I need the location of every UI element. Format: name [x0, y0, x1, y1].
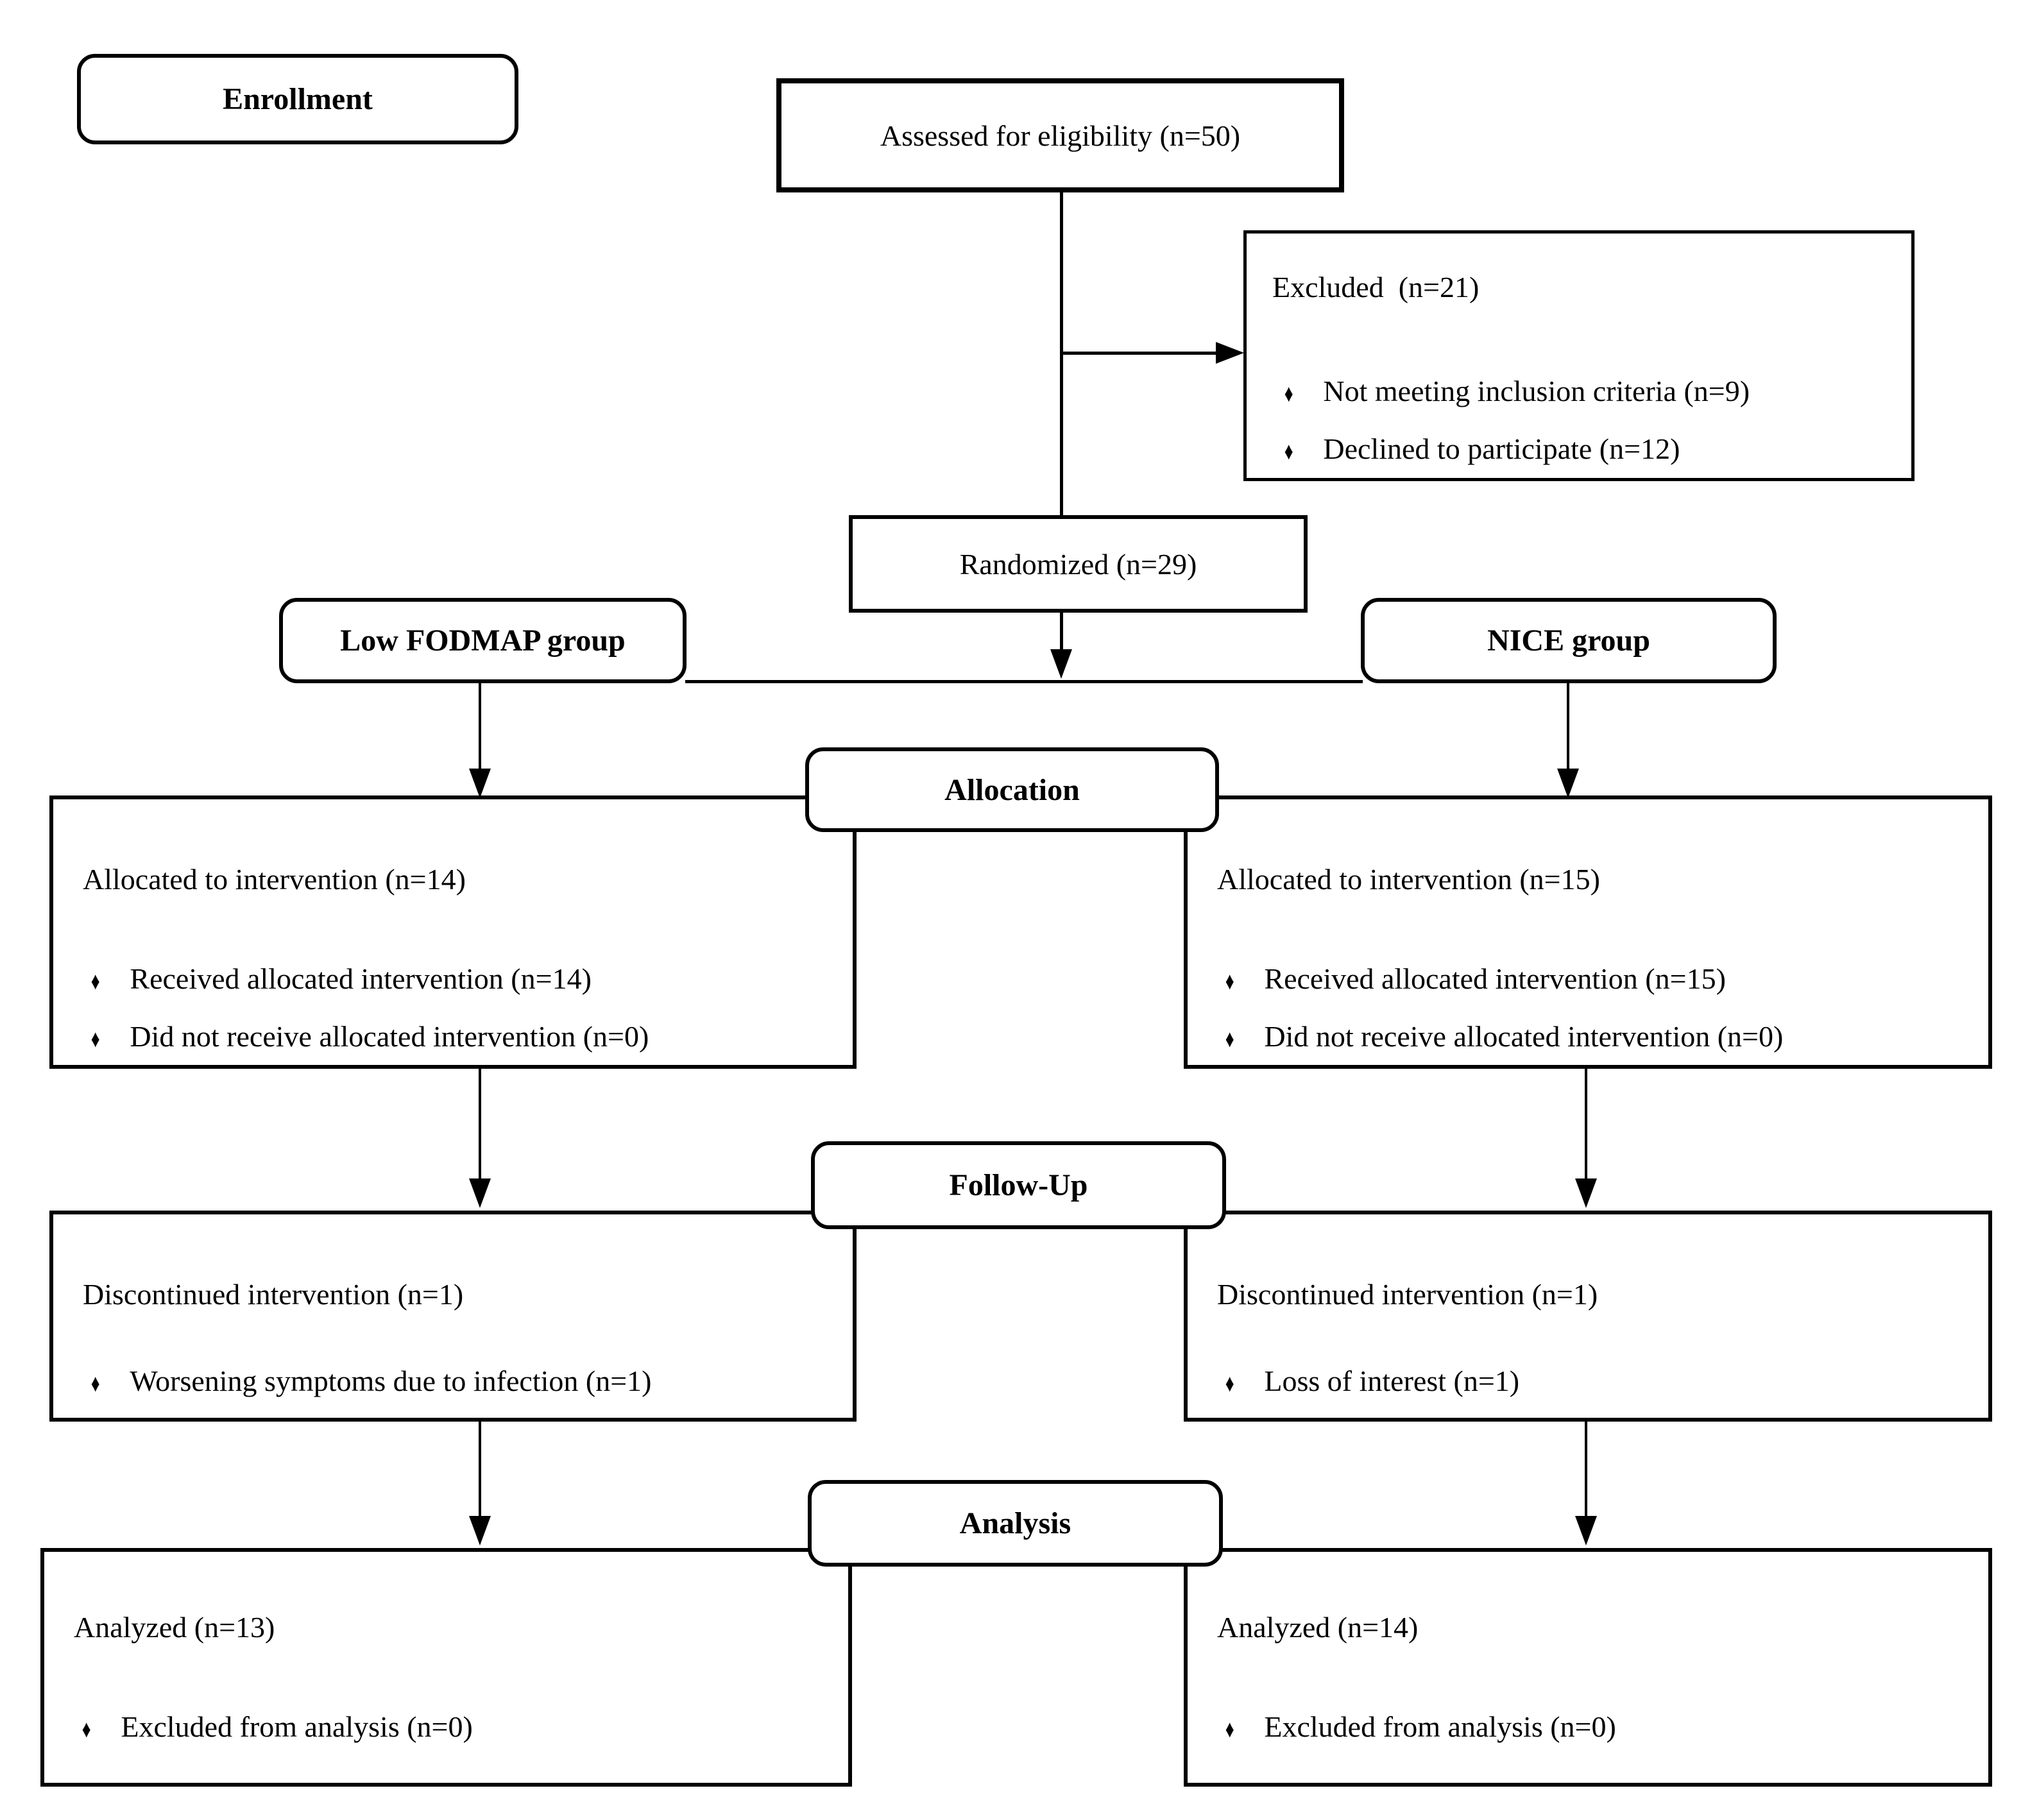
- enrollment-label: Enrollment: [223, 82, 373, 116]
- excluded-bullet-2: ♦ Declined to participate (n=12): [1283, 430, 1898, 468]
- analysis-stage-text: Analysis: [959, 1506, 1071, 1540]
- allocation-right-bullet-2: ♦ Did not receive allocated intervention …: [1224, 1017, 1975, 1056]
- diamond-bullet-icon: ♦: [90, 968, 100, 996]
- allocation-stage-text: Allocation: [944, 772, 1080, 807]
- line-allocation-to-followup-right: [1585, 1069, 1587, 1179]
- arrowhead-analysis-left: [469, 1516, 491, 1545]
- diamond-bullet-icon: ♦: [1284, 438, 1293, 466]
- followup-left-box: Discontinued intervention (n=1) ♦ Worseni…: [49, 1211, 857, 1422]
- analysis-right-bullet-1-text: Excluded from analysis (n=0): [1264, 1710, 1616, 1743]
- analysis-right-bullet-1: ♦ Excluded from analysis (n=0): [1224, 1708, 1975, 1746]
- diamond-bullet-icon: ♦: [1225, 968, 1234, 996]
- arrowhead-followup-left: [469, 1178, 491, 1208]
- excluded-bullet-2-text: Declined to participate (n=12): [1323, 432, 1680, 465]
- analysis-right-title: Analyzed (n=14): [1217, 1611, 1419, 1644]
- group-box-nice: NICE group: [1361, 598, 1777, 683]
- followup-right-box: Discontinued intervention (n=1) ♦ Loss of…: [1184, 1211, 1992, 1422]
- line-followup-to-analysis-left: [479, 1422, 481, 1517]
- allocation-left-bullet-2: ♦ Did not receive allocated intervention …: [89, 1017, 840, 1056]
- assessed-box: Assessed for eligibility (n=50): [776, 78, 1344, 192]
- diamond-bullet-icon: ♦: [1225, 1370, 1234, 1398]
- line-group-connector: [685, 680, 1363, 683]
- excluded-title: Excluded (n=21): [1272, 271, 1480, 303]
- analysis-right-box: Analyzed (n=14) ♦ Excluded from analysis …: [1184, 1548, 1992, 1787]
- followup-right-title: Discontinued intervention (n=1): [1217, 1278, 1598, 1311]
- analysis-left-bullet-1-text: Excluded from analysis (n=0): [121, 1710, 473, 1743]
- allocation-left-box: Allocated to intervention (n=14) ♦ Receiv…: [49, 795, 857, 1069]
- stage-label-allocation: Allocation: [805, 747, 1219, 832]
- arrowhead-randomized-down: [1050, 649, 1072, 679]
- allocation-left-bullet-1: ♦ Received allocated intervention (n=14): [89, 960, 840, 998]
- allocation-left-bullet-2-text: Did not receive allocated intervention (…: [130, 1020, 649, 1053]
- followup-left-title: Discontinued intervention (n=1): [83, 1278, 464, 1311]
- group-label-low-fodmap: Low FODMAP group: [340, 624, 626, 658]
- arrowhead-fodmap-to-allocation: [469, 769, 491, 798]
- arrowhead-analysis-right: [1575, 1516, 1597, 1545]
- group-box-low-fodmap: Low FODMAP group: [279, 598, 687, 683]
- randomized-box: Randomized (n=29): [849, 515, 1308, 613]
- allocation-right-title: Allocated to intervention (n=15): [1217, 863, 1600, 896]
- randomized-label: Randomized (n=29): [959, 547, 1197, 581]
- line-nice-to-allocation: [1567, 683, 1569, 769]
- arrowhead-nice-to-allocation: [1557, 769, 1579, 798]
- allocation-right-bullet-1: ♦ Received allocated intervention (n=15): [1224, 960, 1975, 998]
- analysis-left-title: Analyzed (n=13): [74, 1611, 275, 1644]
- group-label-nice: NICE group: [1487, 624, 1650, 658]
- excluded-bullet-1-text: Not meeting inclusion criteria (n=9): [1323, 375, 1750, 407]
- analysis-left-box: Analyzed (n=13) ♦ Excluded from analysis …: [40, 1548, 852, 1787]
- line-randomized-down: [1060, 613, 1063, 650]
- followup-left-bullet-1-text: Worsening symptoms due to infection (n=1…: [130, 1365, 652, 1397]
- line-allocation-to-followup-left: [479, 1069, 481, 1179]
- diamond-bullet-icon: ♦: [1284, 380, 1293, 408]
- arrowhead-followup-right: [1575, 1178, 1597, 1208]
- allocation-right-bullet-1-text: Received allocated intervention (n=15): [1264, 962, 1726, 995]
- followup-right-bullet-1-text: Loss of interest (n=1): [1264, 1365, 1520, 1397]
- followup-stage-text: Follow-Up: [949, 1168, 1088, 1202]
- allocation-right-box: Allocated to intervention (n=15) ♦ Receiv…: [1184, 795, 1992, 1069]
- diamond-bullet-icon: ♦: [81, 1716, 91, 1744]
- line-followup-to-analysis-right: [1585, 1422, 1587, 1517]
- stage-label-analysis: Analysis: [808, 1480, 1223, 1567]
- followup-left-bullet-1: ♦ Worsening symptoms due to infection (n=…: [89, 1362, 840, 1400]
- diamond-bullet-icon: ♦: [90, 1370, 100, 1398]
- arrowhead-into-excluded: [1216, 342, 1244, 364]
- enrollment-label-box: Enrollment: [77, 54, 518, 144]
- allocation-right-bullet-2-text: Did not receive allocated intervention (…: [1264, 1020, 1784, 1053]
- diamond-bullet-icon: ♦: [1225, 1026, 1234, 1053]
- followup-right-bullet-1: ♦ Loss of interest (n=1): [1224, 1362, 1975, 1400]
- assessed-label: Assessed for eligibility (n=50): [880, 119, 1241, 152]
- line-fodmap-to-allocation: [479, 683, 481, 769]
- allocation-left-title: Allocated to intervention (n=14): [83, 863, 466, 896]
- excluded-box: Excluded (n=21) ♦ Not meeting inclusion c…: [1243, 230, 1915, 481]
- allocation-left-bullet-1-text: Received allocated intervention (n=14): [130, 962, 592, 995]
- analysis-left-bullet-1: ♦ Excluded from analysis (n=0): [80, 1708, 835, 1746]
- excluded-bullet-1: ♦ Not meeting inclusion criteria (n=9): [1283, 372, 1898, 411]
- line-branch-to-excluded: [1060, 352, 1216, 355]
- diamond-bullet-icon: ♦: [1225, 1716, 1234, 1744]
- stage-label-followup: Follow-Up: [811, 1141, 1226, 1229]
- diamond-bullet-icon: ♦: [90, 1026, 100, 1053]
